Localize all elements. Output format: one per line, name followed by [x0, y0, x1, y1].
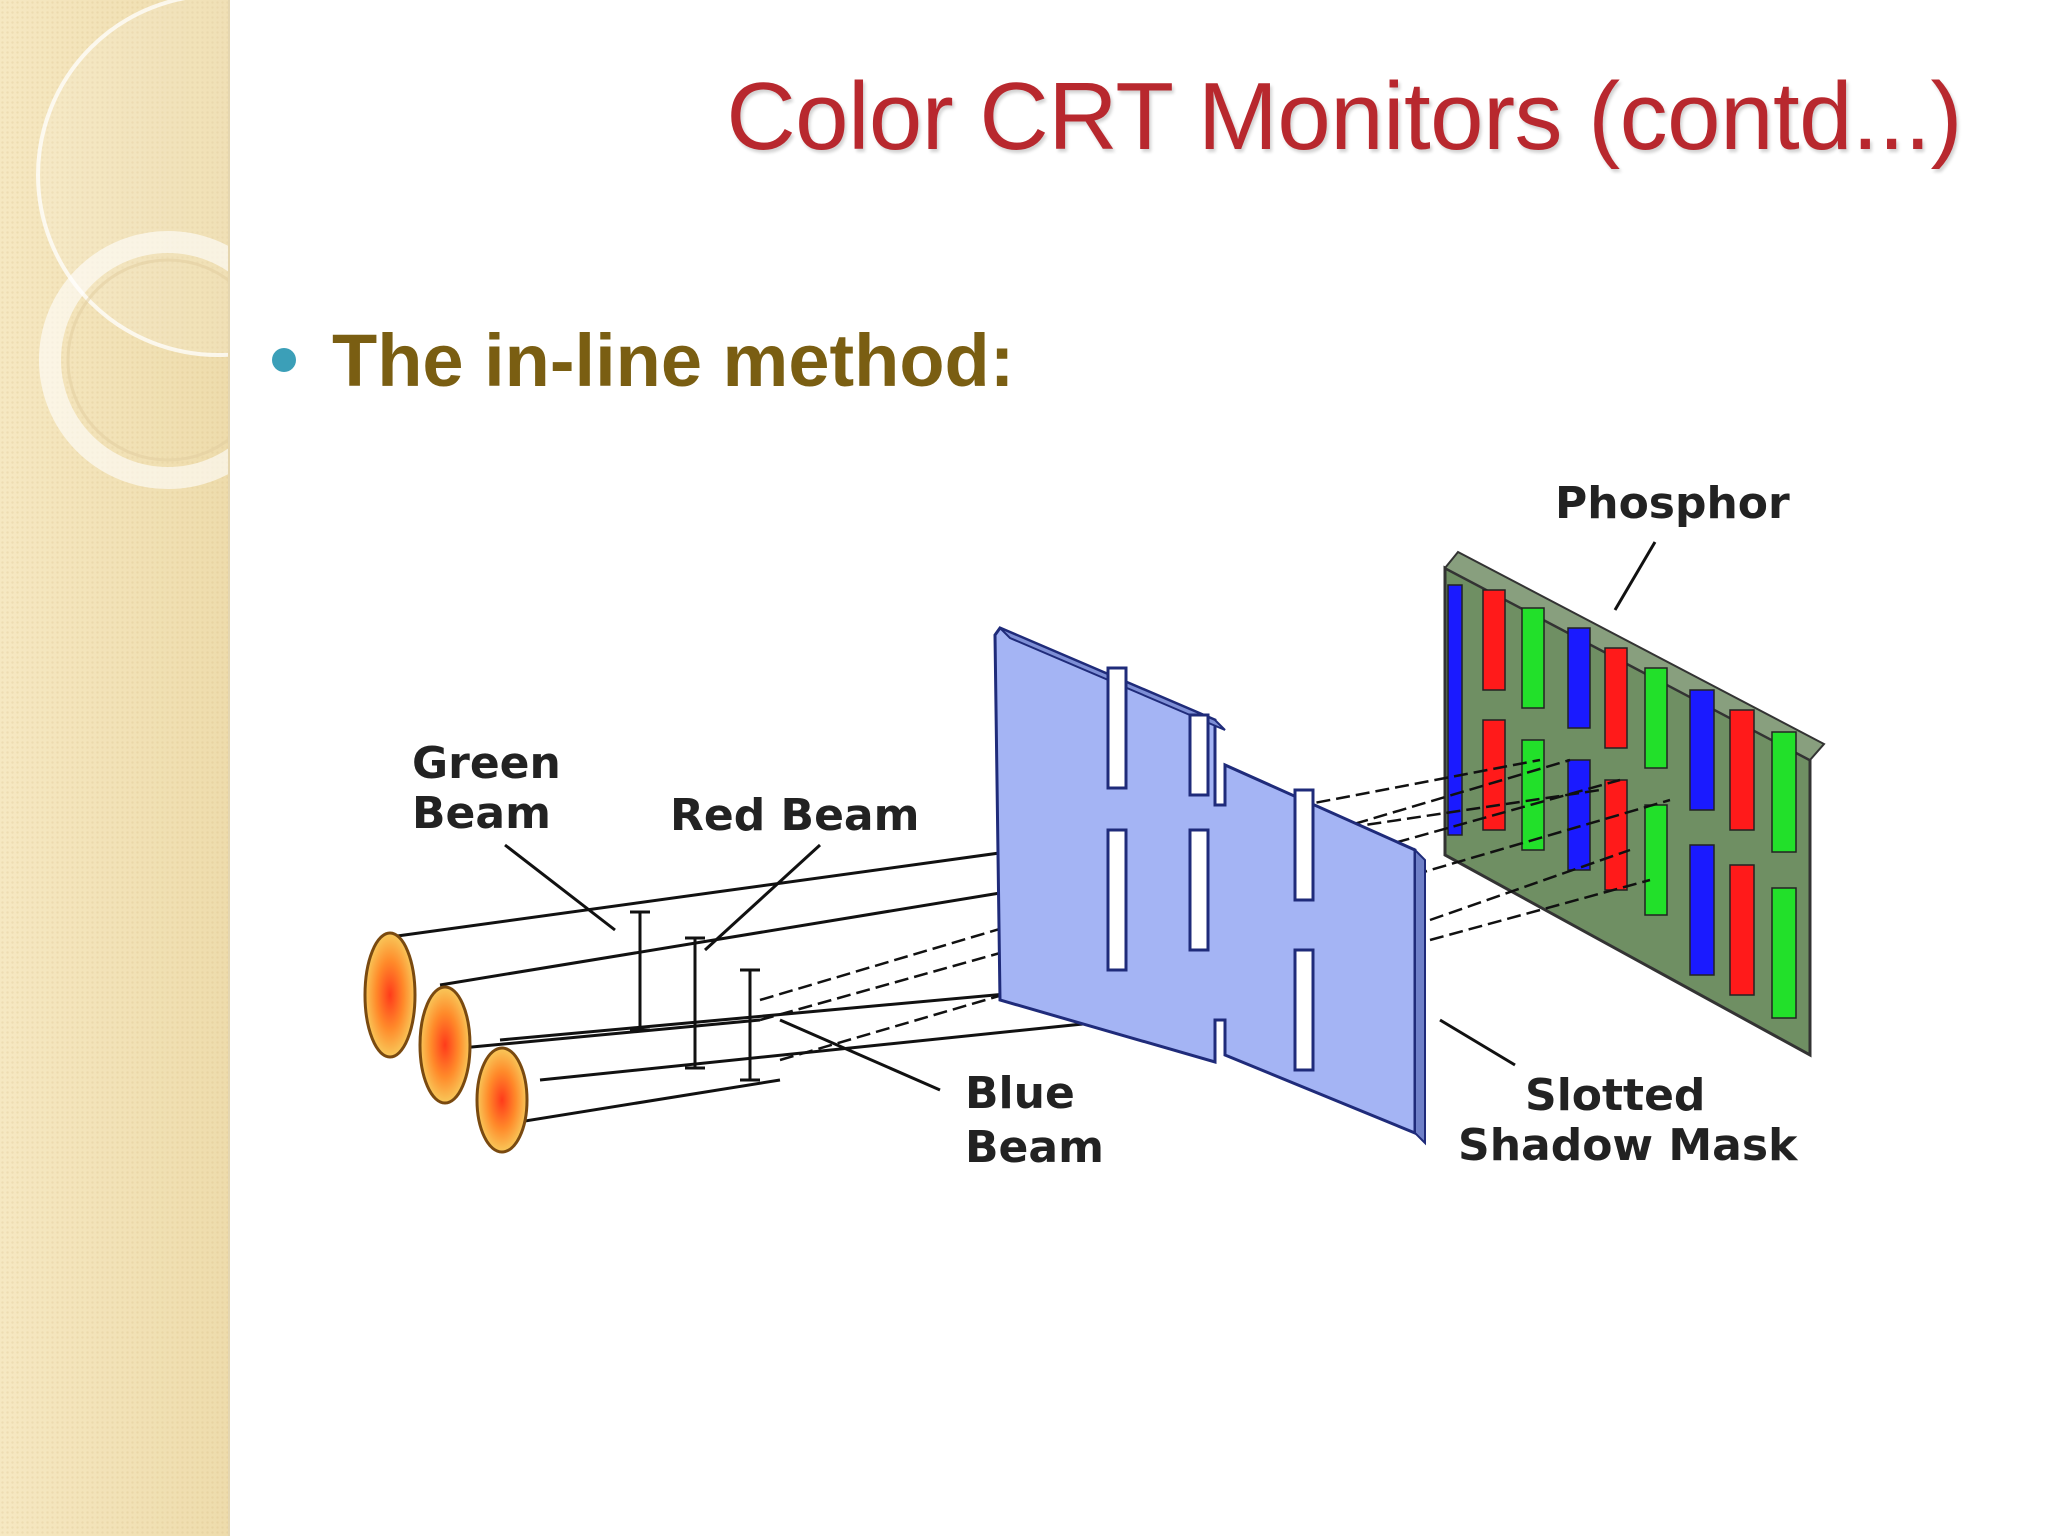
phosphor-screen	[1443, 550, 1826, 1058]
label-phosphor: Phosphor	[1555, 478, 1790, 529]
label-blue-beam-line1: Blue	[965, 1068, 1075, 1119]
sidebar-circles	[36, 0, 228, 489]
label-blue-beam-line2: Beam	[965, 1122, 1104, 1173]
slide-title: Color CRT Monitors (contd...)	[726, 63, 1962, 170]
label-mask-line2: Shadow Mask	[1458, 1120, 1799, 1171]
bullet-text: The in-line method:	[332, 319, 1015, 402]
gun-apertures	[363, 931, 529, 1154]
label-green-beam-line1: Green	[412, 738, 561, 789]
crt-inline-diagram: Green Beam Red Beam Blue Beam Phosphor S…	[363, 478, 1826, 1173]
label-mask-line1: Slotted	[1525, 1070, 1705, 1121]
bullet-dot-icon	[272, 348, 296, 372]
label-green-beam-line2: Beam	[412, 788, 551, 839]
decorative-sidebar	[0, 0, 230, 1536]
label-red-beam: Red Beam	[670, 790, 919, 841]
slotted-shadow-mask	[993, 626, 1426, 1146]
label-leaders	[504, 541, 1657, 1092]
